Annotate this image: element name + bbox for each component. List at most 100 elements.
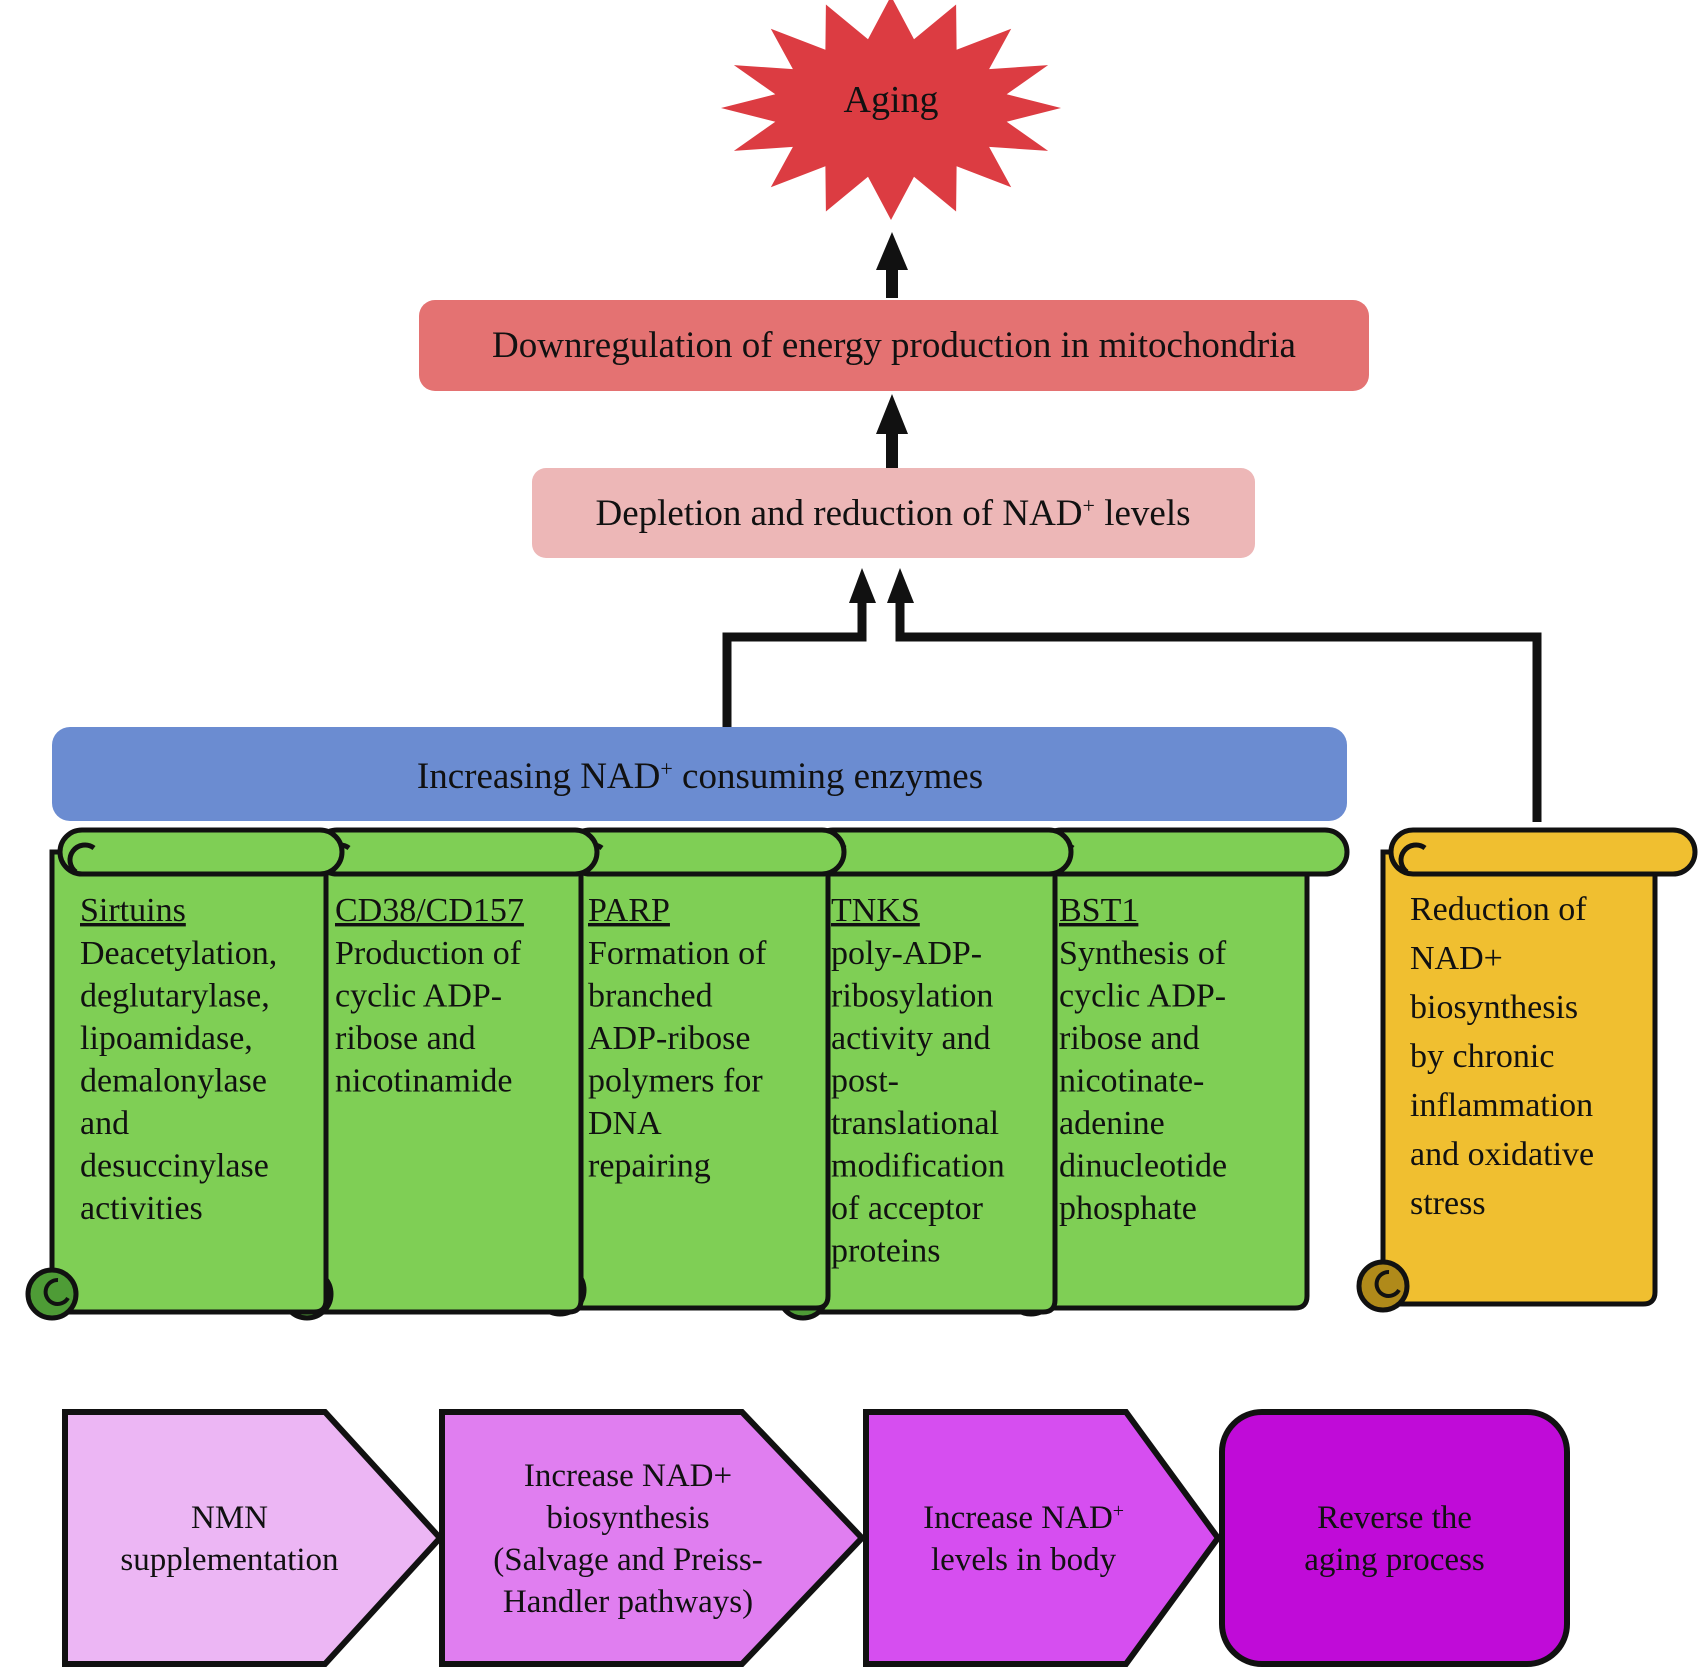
flow-step-3: Increase NAD+ levels in body	[863, 1409, 1222, 1667]
scroll-top-roll	[808, 827, 1074, 877]
scroll-top-roll	[1036, 827, 1350, 877]
enzyme-description-line: of acceptor	[831, 1190, 984, 1227]
enzyme-name: CD38/CD157	[335, 892, 524, 929]
enzyme-description-line: adenine	[1059, 1105, 1165, 1142]
enzyme-description-line: ribose and	[1059, 1020, 1200, 1057]
enzymes-band-node: Increasing NAD+ consuming enzymes	[52, 727, 1347, 821]
flow-step-line: Reverse the	[1317, 1500, 1472, 1536]
flow-step-line: levels in body	[931, 1542, 1117, 1578]
scroll-top-roll	[57, 827, 345, 877]
flow-step-arrow-shape	[439, 1409, 867, 1667]
enzyme-description-line: phosphate	[1059, 1190, 1197, 1227]
scroll-shape	[1356, 827, 1698, 1313]
enzyme-description-line: cyclic ADP-	[335, 978, 502, 1015]
mitochondria-node: Downregulation of energy production in m…	[419, 300, 1369, 391]
enzyme-description-line: modification	[831, 1148, 1005, 1185]
enzymes-band-suffix: consuming enzymes	[673, 756, 983, 797]
scroll-shape	[25, 827, 345, 1321]
biosynthesis-reduction-scroll: Reduction of NAD+ biosynthesis by chronic in…	[1356, 827, 1698, 1313]
flow-step-line: biosynthesis	[546, 1500, 709, 1536]
enzyme-scroll-sirtuins: SirtuinsDeacetylation,deglutarylase,lipo…	[25, 827, 345, 1321]
enzyme-description-line: activities	[80, 1190, 203, 1227]
enzyme-description-line: DNA	[588, 1105, 662, 1142]
flow-step-rounded-shape	[1219, 1409, 1570, 1667]
enzyme-description-line: deglutarylase,	[80, 978, 270, 1015]
enzyme-description-line: Deacetylation,	[80, 935, 277, 972]
biosynthesis-reduction-line: stress	[1410, 1185, 1486, 1222]
flow-step-line: (Salvage and Preiss-	[493, 1542, 762, 1578]
enzyme-name: BST1	[1059, 892, 1138, 929]
mitochondria-box	[419, 300, 1369, 391]
scroll-top-curl	[67, 842, 96, 874]
scroll-bottom-curl	[1356, 1259, 1410, 1313]
biosynthesis-reduction-line: Reduction of	[1410, 891, 1587, 928]
flow-step-line: supplementation	[120, 1542, 338, 1578]
enzymes-band	[52, 727, 1347, 821]
arrow-nad-to-mitochondria	[876, 394, 908, 468]
enzyme-name: TNKS	[831, 892, 920, 929]
biosynthesis-reduction-line: inflammation	[1410, 1087, 1593, 1124]
flow-step-4: Reverse the aging process	[1219, 1409, 1570, 1667]
mitochondria-label: Downregulation of energy production in m…	[492, 325, 1296, 366]
scroll-top-roll	[565, 827, 847, 877]
enzyme-description-line: and	[80, 1105, 129, 1142]
nad-depletion-node: Depletion and reduction of NAD+ levels	[532, 468, 1255, 558]
nad-depletion-text: Depletion and reduction of NAD+ levels	[595, 493, 1190, 535]
enzyme-description-line: nicotinate-	[1059, 1063, 1204, 1100]
enzyme-description-line: translational	[831, 1105, 999, 1142]
scroll-bottom-curl	[25, 1267, 79, 1321]
enzyme-name: PARP	[588, 892, 670, 929]
enzyme-description-line: polymers for	[588, 1063, 763, 1100]
scroll-top-roll	[1388, 827, 1698, 877]
aging-starburst-shape	[721, 0, 1061, 220]
enzyme-description-line: dinucleotide	[1059, 1148, 1227, 1185]
nad-depletion-suffix: levels	[1095, 493, 1191, 534]
aging-label: Aging	[844, 79, 939, 121]
flow-step-line: Increase NAD+	[923, 1500, 1124, 1536]
enzyme-description-line: Production of	[335, 935, 522, 972]
connector-biosynthesis-to-nad	[887, 568, 1542, 822]
enzyme-description-line: poly-ADP-	[831, 935, 982, 972]
scroll-top-roll	[312, 827, 600, 877]
biosynthesis-reduction-line: NAD+	[1410, 940, 1503, 977]
enzyme-description-line: branched	[588, 978, 713, 1015]
scroll-top-curl	[1398, 842, 1427, 874]
enzyme-description-line: ribose and	[335, 1020, 476, 1057]
nad-depletion-box	[532, 468, 1255, 558]
flow-step-1: NMN supplementation	[62, 1409, 445, 1667]
connector-enzymes-to-nad	[722, 568, 876, 730]
enzymes-band-sup: +	[660, 756, 672, 781]
enzyme-description-line: demalonylase	[80, 1063, 267, 1100]
flow-step-arrow-shape	[863, 1409, 1222, 1667]
scroll-bottom-curl-spiral	[1374, 1269, 1401, 1298]
enzyme-description-line: cyclic ADP-	[1059, 978, 1226, 1015]
nad-depletion-sup: +	[1083, 493, 1095, 518]
enzyme-description-line: lipoamidase,	[80, 1020, 253, 1057]
flow-step-line: NMN	[191, 1500, 268, 1536]
enzyme-description-line: desuccinylase	[80, 1148, 269, 1185]
scroll-bottom-curl-spiral	[43, 1277, 70, 1306]
biosynthesis-reduction-line: biosynthesis	[1410, 989, 1578, 1026]
enzyme-description-line: repairing	[588, 1148, 711, 1185]
nad-depletion-label: Depletion and reduction of NAD	[595, 493, 1082, 534]
enzymes-band-text: Increasing NAD+ consuming enzymes	[417, 756, 983, 798]
arrow-mitochondria-to-aging	[876, 232, 908, 298]
flow-step-line: aging process	[1304, 1542, 1485, 1578]
biosynthesis-reduction-line: by chronic	[1410, 1038, 1554, 1075]
enzyme-description-line: nicotinamide	[335, 1063, 513, 1100]
enzymes-band-label: Increasing NAD	[417, 756, 661, 797]
enzyme-description-line: ADP-ribose	[588, 1020, 750, 1057]
flow-step-line: Handler pathways)	[503, 1584, 753, 1620]
enzyme-description-line: Synthesis of	[1059, 935, 1227, 972]
flow-step-line: Increase NAD+	[524, 1458, 732, 1494]
enzyme-description-line: activity and	[831, 1020, 991, 1057]
enzyme-description-line: Formation of	[588, 935, 767, 972]
flow-step-arrow-shape	[62, 1409, 445, 1667]
biosynthesis-reduction-line: and oxidative	[1410, 1136, 1594, 1173]
aging-node: Aging	[721, 0, 1061, 220]
